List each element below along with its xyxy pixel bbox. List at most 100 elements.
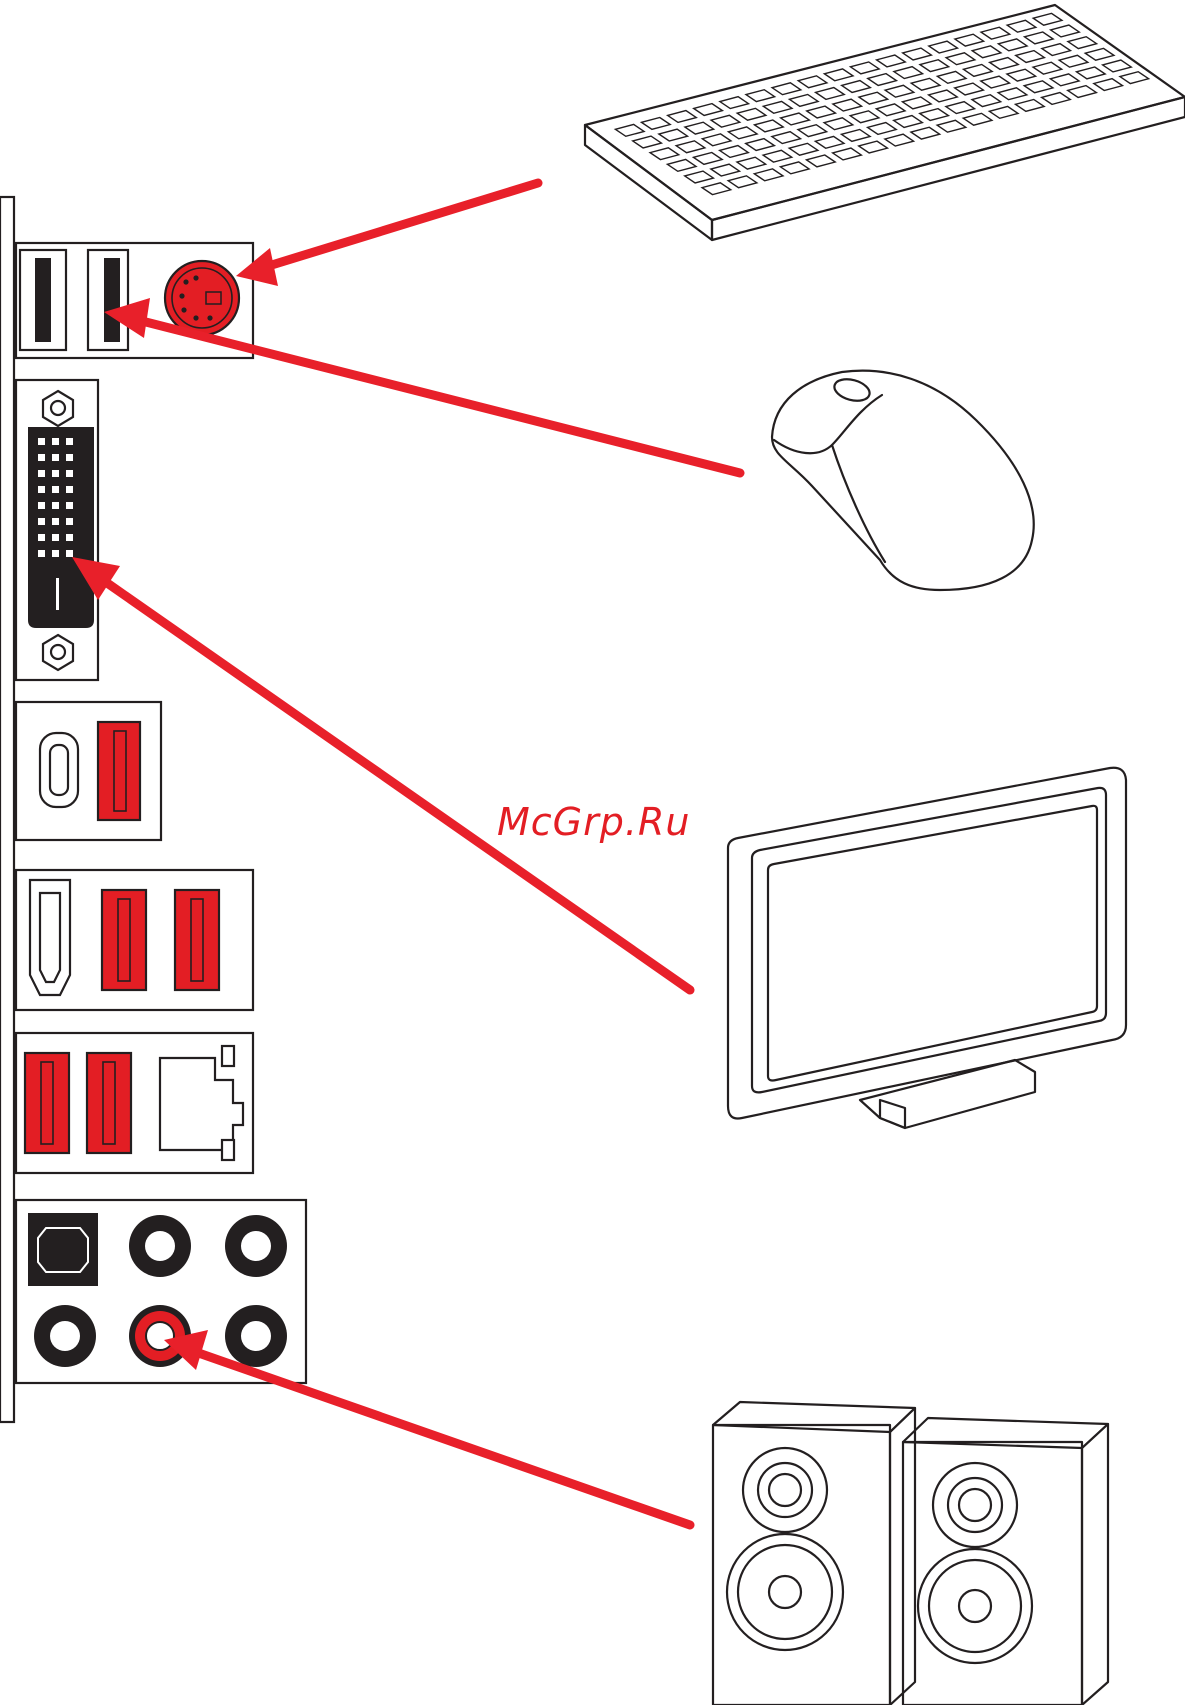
keyboard-key bbox=[937, 120, 966, 132]
keyboard-key bbox=[746, 139, 775, 151]
keyboard-key bbox=[859, 141, 888, 153]
keyboard-key bbox=[1051, 25, 1080, 37]
keyboard-key bbox=[702, 183, 731, 195]
speaker-right-icon bbox=[903, 1418, 1108, 1705]
keyboard-key bbox=[955, 34, 984, 46]
usb-3-port-red bbox=[25, 1053, 69, 1153]
keyboard-key bbox=[1024, 32, 1053, 44]
ps2-port bbox=[165, 261, 239, 335]
keyboard-key bbox=[816, 88, 845, 100]
keyboard-key bbox=[763, 101, 792, 113]
keyboard-key bbox=[659, 129, 688, 141]
dvi-pin bbox=[38, 454, 45, 461]
keyboard-key bbox=[946, 102, 975, 114]
keyboard-key bbox=[798, 125, 827, 137]
dvi-pin bbox=[52, 470, 59, 477]
keyboard-key bbox=[885, 134, 914, 146]
keyboard-key bbox=[1059, 55, 1088, 67]
dvi-pin bbox=[52, 486, 59, 493]
keyboard-key bbox=[772, 83, 801, 95]
keyboard-key bbox=[798, 76, 827, 88]
keyboard-key bbox=[615, 124, 644, 136]
dvi-pin bbox=[38, 438, 45, 445]
usb-3-port-red bbox=[175, 890, 219, 990]
keyboard-key bbox=[946, 53, 975, 65]
keyboard-key bbox=[754, 169, 783, 181]
dvi-pin bbox=[66, 486, 73, 493]
keyboard-key bbox=[650, 148, 679, 160]
keyboard-key bbox=[981, 27, 1010, 39]
dvi-pin bbox=[38, 550, 45, 557]
audio-jack bbox=[225, 1305, 287, 1367]
dvi-pin bbox=[52, 502, 59, 509]
dvi-pin bbox=[38, 518, 45, 525]
keyboard-key bbox=[902, 97, 931, 109]
keyboard-key bbox=[1068, 86, 1097, 98]
keyboard-key bbox=[668, 111, 697, 123]
keyboard-key bbox=[746, 90, 775, 102]
usb-c-port bbox=[40, 733, 78, 807]
keyboard-key bbox=[772, 132, 801, 144]
screw-top-icon bbox=[43, 391, 73, 426]
keyboard-key bbox=[989, 106, 1018, 118]
keyboard-key bbox=[990, 58, 1019, 70]
keyboard-key bbox=[737, 108, 766, 120]
keyboard-key bbox=[763, 150, 792, 162]
keyboard-key bbox=[876, 104, 905, 116]
hdmi-port bbox=[30, 880, 70, 995]
screw-bottom-icon bbox=[43, 635, 73, 670]
dvi-pin bbox=[66, 534, 73, 541]
mouse-icon bbox=[772, 371, 1034, 590]
keyboard-key bbox=[972, 95, 1001, 107]
keyboard-key bbox=[1094, 79, 1123, 91]
keyboard-key bbox=[1103, 60, 1132, 72]
keyboard-key bbox=[1024, 81, 1053, 93]
keyboard-key bbox=[702, 134, 731, 146]
dvi-block bbox=[16, 380, 98, 680]
keyboard-key bbox=[807, 106, 836, 118]
keyboard-key bbox=[1007, 20, 1036, 32]
dvi-pin bbox=[38, 486, 45, 493]
keyboard-key bbox=[1033, 13, 1062, 25]
dvi-pin bbox=[52, 518, 59, 525]
keyboard-key bbox=[859, 92, 888, 104]
keyboard-key bbox=[963, 113, 992, 125]
dvi-pin bbox=[66, 518, 73, 525]
keyboard-key bbox=[911, 127, 940, 139]
keyboard-key bbox=[642, 117, 671, 129]
speakers-icon bbox=[713, 1402, 1108, 1705]
dvi-port bbox=[28, 427, 94, 628]
keyboard-key bbox=[929, 41, 958, 53]
keyboard-key bbox=[955, 83, 984, 95]
keyboard-key bbox=[911, 78, 940, 90]
keyboard-key bbox=[850, 111, 879, 123]
keyboard-key bbox=[920, 60, 949, 72]
keyboard-key bbox=[1042, 44, 1071, 56]
usb-3-port-red bbox=[98, 722, 140, 820]
keyboard-key bbox=[711, 164, 740, 176]
keyboard-key bbox=[815, 136, 844, 148]
keyboard-key bbox=[789, 94, 818, 106]
keyboard-key bbox=[1033, 62, 1062, 74]
keyboard-key bbox=[676, 141, 705, 153]
usb-c-block bbox=[16, 702, 161, 840]
keyboard-key bbox=[929, 90, 958, 102]
dvi-pin bbox=[52, 550, 59, 557]
keyboard-key bbox=[833, 148, 862, 160]
dvi-pin bbox=[66, 502, 73, 509]
dvi-pin bbox=[38, 470, 45, 477]
audio-jack bbox=[34, 1305, 96, 1367]
keyboard-key bbox=[885, 85, 914, 97]
keyboard-key bbox=[841, 129, 870, 141]
keyboard-key bbox=[755, 120, 784, 132]
keyboard-key bbox=[824, 118, 853, 130]
keyboard-key bbox=[1007, 69, 1036, 81]
keyboard-key bbox=[1120, 72, 1149, 84]
keyboard-key bbox=[685, 171, 714, 183]
keyboard-key bbox=[780, 162, 809, 174]
keyboard-key bbox=[850, 62, 879, 74]
keyboard-key bbox=[842, 81, 871, 93]
monitor-icon bbox=[728, 768, 1126, 1128]
dvi-pin bbox=[38, 534, 45, 541]
keyboard-key bbox=[694, 152, 723, 164]
